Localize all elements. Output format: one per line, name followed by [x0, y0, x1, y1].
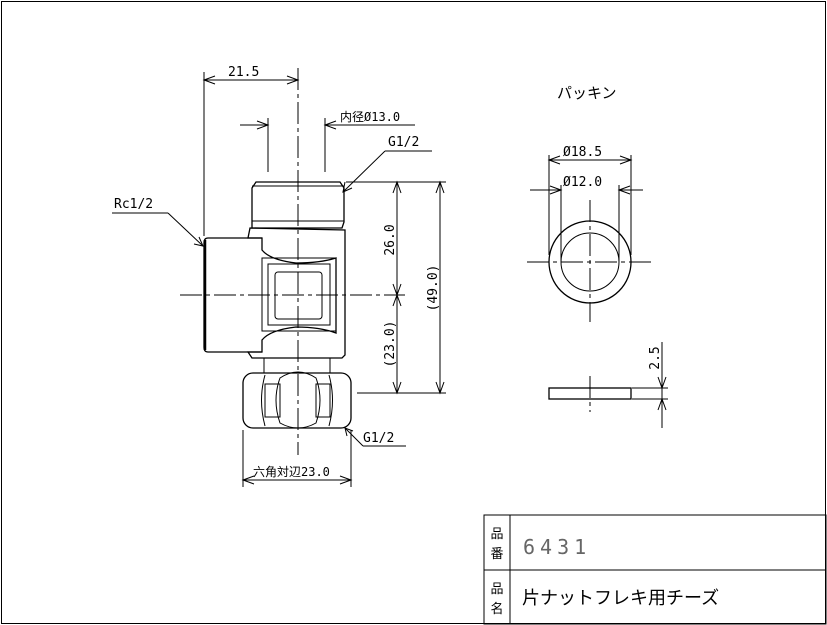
- title-block: 品番 6431 品名 片ナットフレキ用チーズ: [483, 514, 827, 625]
- svg-text:(23.0): (23.0): [383, 321, 398, 368]
- tee-fitting-front-view: [180, 68, 405, 455]
- svg-text:G1/2: G1/2: [388, 135, 419, 150]
- dimension-inner-diameter: 内径Ø13.0: [240, 110, 415, 172]
- svg-text:2.5: 2.5: [648, 346, 663, 369]
- svg-text:Ø12.0: Ø12.0: [563, 175, 602, 190]
- part-name-label: 品名: [490, 582, 503, 617]
- part-number: 6431: [523, 535, 591, 559]
- packing-drawing: パッキン Ø18.5 Ø12.0 2.5: [527, 84, 668, 428]
- thread-callout-nut: G1/2: [344, 427, 406, 447]
- svg-text:G1/2: G1/2: [363, 431, 394, 446]
- packing-title: パッキン: [557, 84, 617, 102]
- thread-callout-top: G1/2: [342, 135, 432, 193]
- svg-text:内径Ø13.0: 内径Ø13.0: [340, 110, 400, 124]
- svg-text:(49.0): (49.0): [426, 265, 441, 312]
- svg-text:26.0: 26.0: [383, 224, 398, 255]
- part-name: 片ナットフレキ用チーズ: [522, 588, 719, 609]
- part-number-label: 品番: [490, 527, 503, 562]
- neck: [263, 357, 331, 374]
- svg-text:21.5: 21.5: [228, 65, 259, 80]
- dimension-hex: 六角対辺23.0: [241, 430, 353, 487]
- hex-nut: [242, 371, 352, 429]
- tee-body: [246, 227, 346, 359]
- svg-text:Ø18.5: Ø18.5: [563, 145, 602, 160]
- dimension-width: 21.5: [202, 65, 300, 236]
- thread-callout-side: Rc1/2: [112, 197, 204, 247]
- svg-text:六角対辺23.0: 六角対辺23.0: [253, 465, 330, 479]
- dimension-heights: 26.0 (23.0) (49.0): [346, 180, 446, 395]
- svg-text:Rc1/2: Rc1/2: [114, 197, 153, 212]
